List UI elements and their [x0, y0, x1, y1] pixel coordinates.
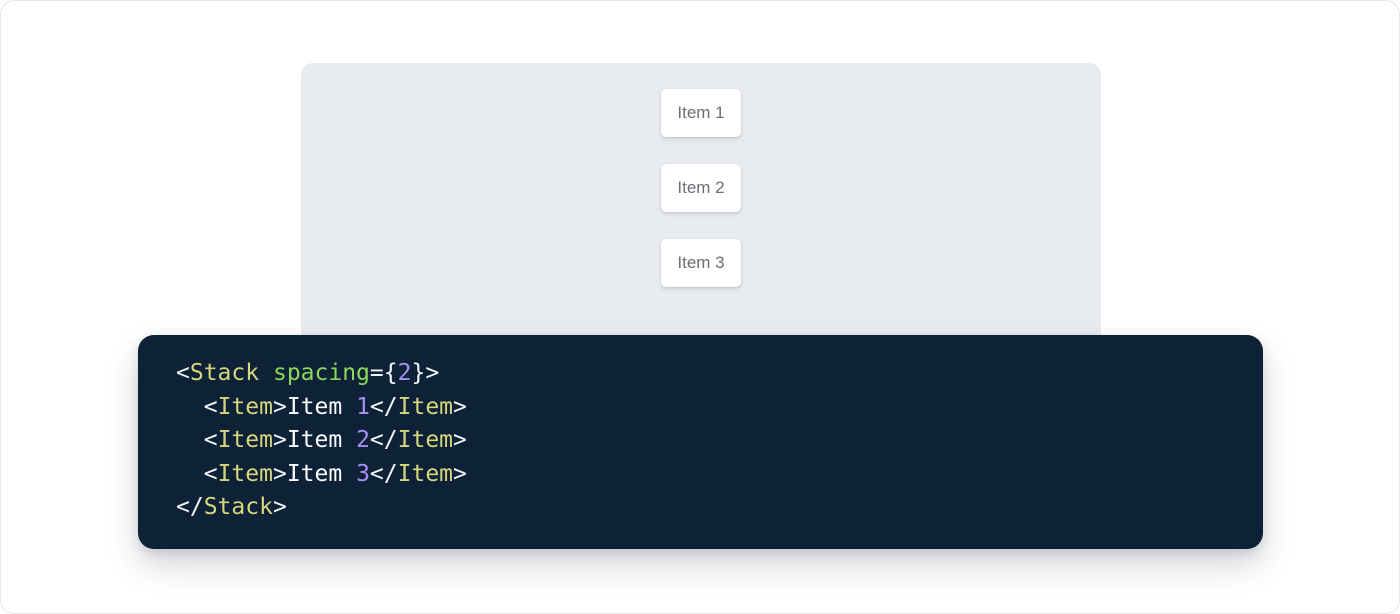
code-token-punct: >: [453, 393, 467, 420]
code-token-punct: >: [453, 460, 467, 487]
code-token-tag: Stack: [189, 360, 260, 386]
code-line: <Item>Item 1</Item>: [176, 391, 1243, 425]
code-token-punct: ={: [369, 360, 398, 386]
code-token-punct: >: [272, 393, 287, 420]
code-token-tag: Item: [397, 427, 454, 453]
code-line: <Item>Item 3</Item>: [176, 458, 1243, 492]
code-token-punct: >: [272, 427, 287, 453]
code-token-punct: <: [203, 393, 218, 420]
code-block: <Stack spacing={2}> <Item>Item 1</Item> …: [138, 335, 1263, 549]
code-token-plain: [176, 394, 204, 420]
code-line: </Stack>: [176, 491, 1243, 525]
code-token-punct: </: [369, 393, 398, 420]
code-line: <Stack spacing={2}>: [176, 357, 1243, 391]
code-token-num: 1: [356, 393, 370, 420]
code-token-tag: Item: [217, 460, 273, 487]
code-token-plain: Item: [286, 427, 357, 453]
code-token-tag: Item: [217, 427, 273, 453]
code-token-punct: >: [272, 494, 287, 520]
code-token-punct: >: [453, 427, 467, 453]
code-line: <Item>Item 2</Item>: [176, 424, 1243, 458]
code-token-punct: </: [369, 460, 398, 487]
code-token-punct: </: [369, 427, 398, 453]
code-token-punct: <: [203, 427, 218, 453]
code-token-attr: spacing: [272, 360, 370, 386]
code-token-num: 2: [397, 360, 412, 386]
stack-item-card: Item 2: [661, 164, 741, 212]
code-token-plain: [176, 427, 204, 453]
code-token-tag: Item: [397, 393, 454, 420]
code-token-plain: [259, 360, 273, 386]
stack-item-card: Item 3: [661, 239, 741, 287]
stack-item-card: Item 1: [661, 89, 741, 137]
code-token-num: 3: [356, 460, 370, 487]
code-token-plain: Item: [286, 460, 357, 487]
code-token-punct: </: [176, 494, 204, 520]
code-token-tag: Item: [217, 393, 273, 420]
code-token-plain: [176, 461, 204, 487]
code-token-tag: Stack: [203, 494, 273, 520]
code-token-punct: >: [272, 460, 287, 487]
code-token-tag: Item: [397, 460, 454, 487]
code-token-punct: <: [203, 460, 218, 487]
code-token-plain: Item: [286, 393, 357, 420]
code-token-punct: }>: [411, 360, 440, 386]
code-token-num: 2: [356, 427, 370, 453]
code-token-punct: <: [176, 360, 190, 386]
